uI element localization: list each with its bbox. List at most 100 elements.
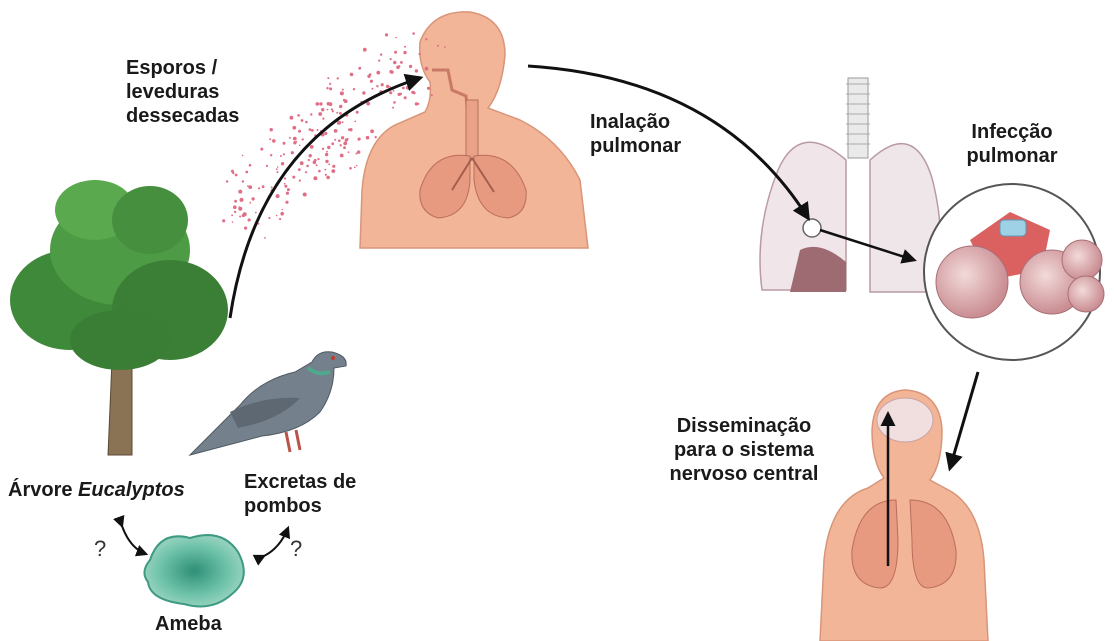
spore-dot bbox=[332, 110, 334, 112]
spore-dot bbox=[317, 158, 319, 160]
spore-dot bbox=[348, 129, 350, 131]
spore-dot bbox=[324, 132, 327, 135]
spore-dot bbox=[371, 88, 373, 90]
label-spores-line: dessecadas bbox=[126, 104, 239, 128]
spore-dot bbox=[412, 32, 415, 35]
spore-dot bbox=[276, 215, 278, 217]
spore-dot bbox=[226, 180, 228, 182]
spore-dot bbox=[277, 171, 279, 173]
spore-dot bbox=[338, 139, 341, 142]
spore-dot bbox=[269, 138, 271, 140]
spore-dot bbox=[425, 38, 427, 40]
spore-dot bbox=[313, 161, 317, 165]
spore-dot bbox=[399, 93, 402, 96]
spore-dot bbox=[325, 174, 327, 176]
spore-dot bbox=[331, 142, 334, 145]
spore-dot bbox=[290, 116, 294, 120]
spore-dot bbox=[378, 60, 380, 62]
spore-dot bbox=[234, 200, 237, 203]
spore-dot bbox=[305, 121, 308, 124]
label-dissemination-line: para o sistema bbox=[658, 438, 830, 462]
spore-dot bbox=[400, 61, 403, 64]
spore-dot bbox=[283, 153, 285, 155]
spore-dot bbox=[343, 146, 346, 149]
spore-dot bbox=[321, 108, 324, 111]
spore-dot bbox=[392, 107, 394, 109]
spore-dot bbox=[231, 170, 234, 173]
spore-dot bbox=[334, 129, 338, 133]
spore-dot bbox=[363, 48, 367, 52]
spore-dot bbox=[300, 161, 304, 165]
spore-dot bbox=[332, 165, 335, 168]
arrow-to-dissemination bbox=[950, 372, 978, 468]
spore-dot bbox=[350, 73, 354, 77]
spore-dot bbox=[340, 154, 344, 158]
spore-dot bbox=[415, 69, 418, 72]
spore-dot bbox=[427, 87, 430, 90]
spore-dot bbox=[308, 159, 310, 161]
spore-dot bbox=[322, 118, 324, 120]
spore-dot bbox=[316, 102, 320, 106]
label-infection: Infecção pulmonar bbox=[952, 120, 1072, 168]
spore-dot bbox=[306, 165, 309, 168]
spore-dot bbox=[311, 129, 314, 132]
spore-dot bbox=[284, 177, 286, 179]
label-dissemination-line: Disseminação bbox=[658, 414, 830, 438]
spore-dot bbox=[232, 221, 234, 223]
spore-dot bbox=[318, 170, 321, 173]
spore-dot bbox=[390, 58, 392, 60]
spore-dot bbox=[409, 65, 412, 68]
spore-dot bbox=[301, 119, 304, 122]
spore-dot bbox=[327, 146, 330, 149]
spore-dot bbox=[270, 128, 273, 131]
spore-dot bbox=[283, 142, 285, 144]
label-infection-line: Infecção bbox=[952, 120, 1072, 144]
spore-dot bbox=[258, 187, 260, 189]
spore-dot bbox=[238, 207, 242, 211]
spore-dot bbox=[327, 77, 329, 79]
spore-dot bbox=[406, 77, 410, 81]
spore-dot bbox=[242, 155, 244, 157]
spore-dot bbox=[305, 171, 307, 173]
spore-dot bbox=[277, 166, 279, 168]
spore-dot bbox=[245, 171, 248, 174]
spore-dot bbox=[222, 219, 225, 222]
spore-dot bbox=[309, 128, 312, 131]
spore-dot bbox=[272, 139, 276, 143]
spore-dot bbox=[240, 198, 244, 202]
spore-dot bbox=[342, 121, 344, 123]
spore-dot bbox=[319, 102, 322, 105]
spore-dot bbox=[357, 150, 360, 153]
spore-dot bbox=[395, 37, 397, 39]
spore-dot bbox=[289, 137, 291, 139]
spore-dot bbox=[389, 70, 392, 73]
spore-dot bbox=[249, 202, 251, 204]
spore-dot bbox=[345, 138, 348, 141]
spore-dot bbox=[431, 94, 433, 96]
label-tree: Árvore Eucalyptos bbox=[8, 478, 185, 502]
spore-dot bbox=[375, 136, 377, 138]
spore-dot bbox=[376, 85, 378, 87]
spore-dot bbox=[233, 205, 237, 209]
spore-dot bbox=[402, 87, 405, 90]
question-mark-left: ? bbox=[94, 536, 106, 562]
human-torso-top-illustration bbox=[360, 12, 588, 248]
spore-dot bbox=[293, 141, 296, 144]
spore-dot bbox=[281, 209, 283, 211]
spore-dot bbox=[302, 138, 304, 140]
spore-dot bbox=[386, 85, 389, 88]
label-spores-line: leveduras bbox=[126, 80, 239, 104]
spore-dot bbox=[325, 153, 328, 156]
alveoli-zoom-circle bbox=[924, 184, 1104, 360]
label-spores-line: Esporos / bbox=[126, 56, 239, 80]
spore-dot bbox=[425, 67, 429, 71]
spore-dot bbox=[348, 151, 350, 153]
spore-dot bbox=[358, 67, 361, 70]
spore-dot bbox=[298, 168, 301, 171]
spore-dot bbox=[297, 114, 300, 117]
spore-dot bbox=[370, 80, 373, 83]
spore-dot bbox=[337, 121, 341, 125]
spore-dot bbox=[331, 169, 335, 173]
label-tree-genus: Eucalyptos bbox=[78, 479, 185, 501]
